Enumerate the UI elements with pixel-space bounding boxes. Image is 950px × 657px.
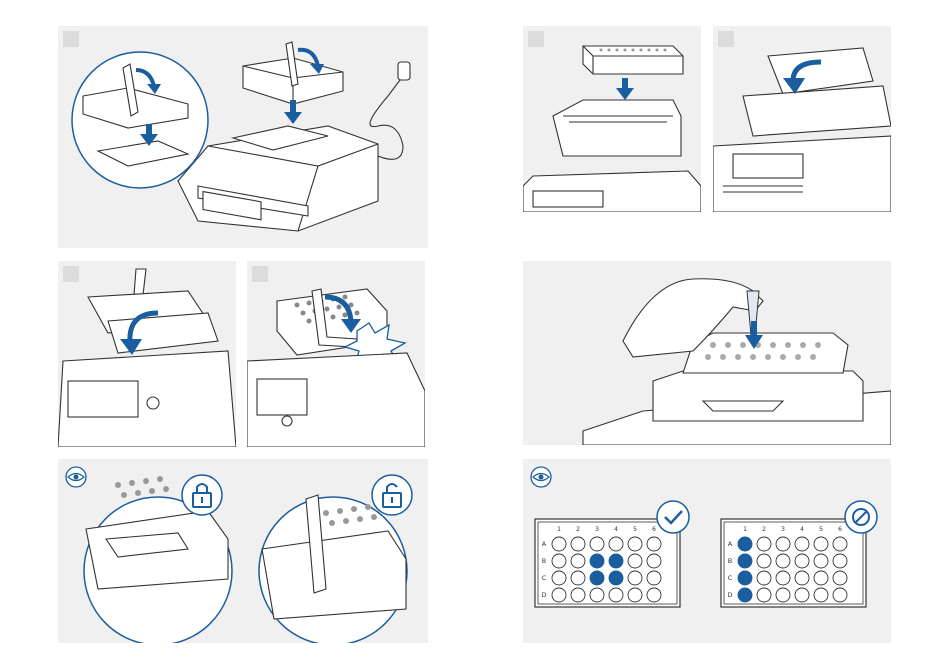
plate-well-empty bbox=[590, 537, 604, 551]
plate-well-empty bbox=[609, 537, 623, 551]
plate-row-label: D bbox=[727, 591, 732, 599]
plate-well-empty bbox=[647, 571, 661, 585]
plate-well-empty bbox=[647, 554, 661, 568]
plate-well-empty bbox=[776, 571, 790, 585]
install-block-illustration bbox=[58, 26, 428, 248]
zoom-circle-icon bbox=[72, 52, 208, 188]
prohibited-icon bbox=[845, 501, 877, 533]
plate-well-empty bbox=[795, 588, 809, 602]
plate-well-empty bbox=[795, 571, 809, 585]
plate-incorrect: 1 2 3 4 5 6A B C D bbox=[721, 519, 866, 607]
plate-column-label: 1 bbox=[557, 526, 561, 533]
plate-row-label: A bbox=[728, 540, 733, 548]
plate-row-label: D bbox=[541, 591, 546, 599]
plate-well-empty bbox=[628, 588, 642, 602]
panel-lock-check bbox=[58, 459, 428, 643]
plate-well-empty bbox=[814, 588, 828, 602]
plate-column-label: 1 bbox=[743, 526, 747, 533]
lock-open-icon bbox=[372, 475, 412, 515]
check-icon bbox=[657, 501, 689, 533]
plate-column-label: 4 bbox=[800, 526, 804, 533]
plate-well-empty bbox=[571, 571, 585, 585]
plate-well-filled bbox=[590, 571, 604, 585]
plate-row-label: A bbox=[542, 540, 547, 548]
plate-well-empty bbox=[776, 554, 790, 568]
plate-well-empty bbox=[552, 571, 566, 585]
lock-check-illustration bbox=[58, 459, 428, 643]
plate-well-filled bbox=[738, 537, 752, 551]
plate-well-filled bbox=[609, 571, 623, 585]
plate-well-empty bbox=[647, 537, 661, 551]
plate-well-empty bbox=[552, 554, 566, 568]
plate-well-empty bbox=[552, 588, 566, 602]
plate-well-empty bbox=[609, 588, 623, 602]
down-arrow-icon bbox=[284, 100, 302, 124]
eye-icon bbox=[66, 467, 86, 487]
down-arrow-icon bbox=[616, 78, 634, 100]
plate-column-label: 5 bbox=[633, 526, 637, 533]
panel-close-lid bbox=[713, 26, 891, 212]
plate-well-empty bbox=[628, 537, 642, 551]
plate-well-empty bbox=[795, 537, 809, 551]
plate-well-filled bbox=[609, 554, 623, 568]
plate-well-empty bbox=[776, 588, 790, 602]
plate-well-empty bbox=[757, 537, 771, 551]
plate-well-empty bbox=[776, 537, 790, 551]
pipetting-illustration bbox=[523, 261, 891, 445]
panel-install-block bbox=[58, 26, 428, 248]
plate-column-label: 6 bbox=[652, 526, 656, 533]
plate-column-label: 3 bbox=[781, 526, 785, 533]
plate-well-empty bbox=[590, 588, 604, 602]
panel-pipetting bbox=[523, 261, 891, 445]
plate-well-empty bbox=[628, 571, 642, 585]
lever-click-illustration bbox=[247, 261, 425, 447]
panel-lever-click bbox=[247, 261, 425, 447]
plate-well-empty bbox=[571, 588, 585, 602]
plate-well-empty bbox=[571, 554, 585, 568]
plate-correct: 1 2 3 4 5 6A B C D bbox=[535, 519, 680, 607]
plate-well-empty bbox=[757, 554, 771, 568]
plate-well-empty bbox=[757, 571, 771, 585]
plate-well-filled bbox=[738, 571, 752, 585]
plate-well-empty bbox=[814, 571, 828, 585]
eye-icon bbox=[531, 467, 551, 487]
plate-well-filled bbox=[738, 588, 752, 602]
plate-well-empty bbox=[795, 554, 809, 568]
plate-well-filled bbox=[590, 554, 604, 568]
plate-well-empty bbox=[647, 588, 661, 602]
plate-well-filled bbox=[738, 554, 752, 568]
plate-row-label: C bbox=[728, 574, 733, 582]
plate-well-empty bbox=[814, 554, 828, 568]
plate-well-empty bbox=[552, 537, 566, 551]
loading-pattern-illustration: 1 2 3 4 5 6A B C D 1 2 3 4 5 6A B C D bbox=[523, 459, 891, 643]
plate-column-label: 2 bbox=[576, 526, 580, 533]
plate-well-empty bbox=[571, 537, 585, 551]
plate-column-label: 3 bbox=[595, 526, 599, 533]
plate-row-label: B bbox=[542, 557, 546, 565]
plate-column-label: 5 bbox=[819, 526, 823, 533]
close-lid-illustration bbox=[713, 26, 891, 212]
plate-column-label: 2 bbox=[762, 526, 766, 533]
plate-column-label: 4 bbox=[614, 526, 618, 533]
lower-lid-illustration bbox=[58, 261, 236, 447]
plate-well-empty bbox=[833, 537, 847, 551]
panel-lower-lid bbox=[58, 261, 236, 447]
plate-row-label: B bbox=[728, 557, 732, 565]
plate-well-empty bbox=[814, 537, 828, 551]
plate-column-label: 6 bbox=[838, 526, 842, 533]
lock-closed-icon bbox=[182, 475, 222, 515]
plate-well-empty bbox=[833, 554, 847, 568]
panel-insert-block bbox=[523, 26, 701, 212]
plate-well-empty bbox=[628, 554, 642, 568]
plate-well-empty bbox=[833, 571, 847, 585]
plate-well-empty bbox=[757, 588, 771, 602]
plate-row-label: C bbox=[542, 574, 547, 582]
insert-block-illustration bbox=[523, 26, 701, 212]
plate-well-empty bbox=[833, 588, 847, 602]
